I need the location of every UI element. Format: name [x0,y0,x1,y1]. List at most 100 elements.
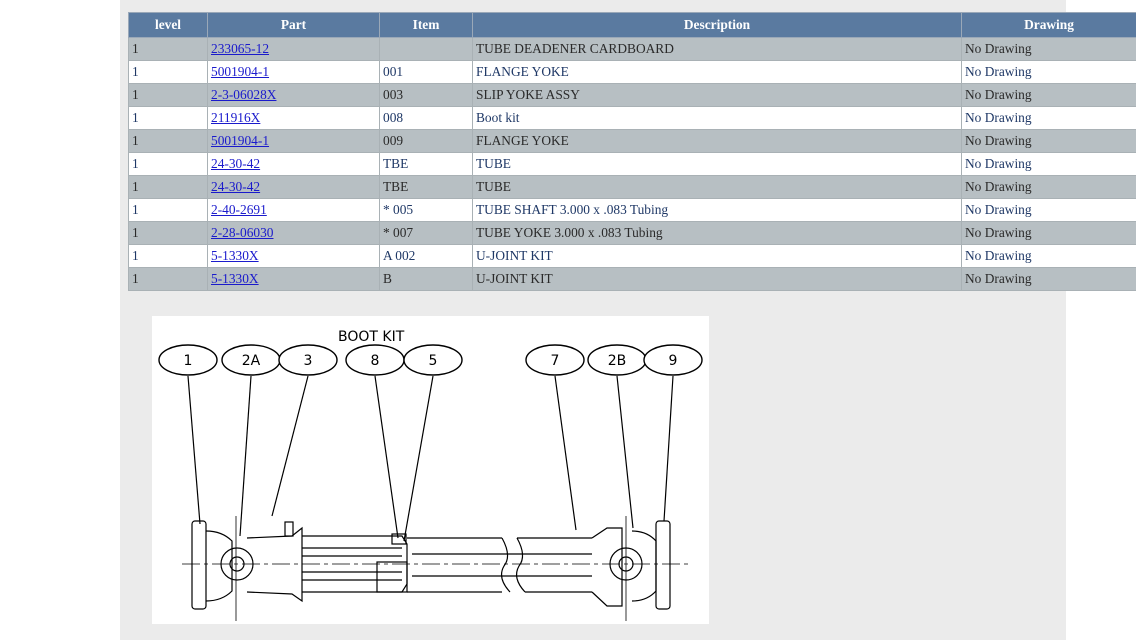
cell-item: 003 [379,83,473,107]
cell-level: 1 [128,221,208,245]
callout-label: 8 [371,353,380,369]
drawing-title: BOOT KIT [338,329,405,345]
cell-item: * 005 [379,198,473,222]
cell-description: Boot kit [472,106,962,130]
cell-drawing: No Drawing [961,198,1136,222]
driveshaft-outline [182,375,692,621]
cell-part: 5-1330X [207,244,380,268]
cell-part: 2-40-2691 [207,198,380,222]
part-link[interactable]: 5001904-1 [211,64,270,79]
cell-description: U-JOINT KIT [472,267,962,291]
cell-part: 5001904-1 [207,129,380,153]
callout-bubble: 3 [278,344,338,376]
cell-description: FLANGE YOKE [472,129,962,153]
cell-description: TUBE [472,175,962,199]
driveshaft-diagram: BOOT KIT 1 2A 3 8 5 7 2B 9 [158,329,703,621]
part-link[interactable]: 2-28-06030 [211,225,274,240]
cell-level: 1 [128,198,208,222]
cell-drawing: No Drawing [961,244,1136,268]
cell-part: 2-3-06028X [207,83,380,107]
cell-item: * 007 [379,221,473,245]
cell-description: U-JOINT KIT [472,244,962,268]
part-link[interactable]: 233065-12 [211,41,270,56]
cell-drawing: No Drawing [961,221,1136,245]
callout-label: 9 [669,353,678,369]
part-link[interactable]: 211916X [211,110,261,125]
cell-drawing: No Drawing [961,60,1136,84]
cell-part: 211916X [207,106,380,130]
cell-item: 009 [379,129,473,153]
cell-level: 1 [128,152,208,176]
part-link[interactable]: 24-30-42 [211,179,261,194]
callout-bubble: 2A [221,344,281,376]
cell-part: 24-30-42 [207,152,380,176]
cell-level: 1 [128,244,208,268]
cell-item: B [379,267,473,291]
cell-item: TBE [379,175,473,199]
part-link[interactable]: 2-40-2691 [211,202,267,217]
cell-part: 5001904-1 [207,60,380,84]
cell-level: 1 [128,129,208,153]
cell-drawing: No Drawing [961,37,1136,61]
cell-item: 008 [379,106,473,130]
table-header-row: level Part Item Description Drawing [128,12,1136,38]
cell-drawing: No Drawing [961,129,1136,153]
cell-drawing: No Drawing [961,106,1136,130]
cell-level: 1 [128,267,208,291]
cell-part: 24-30-42 [207,175,380,199]
callout-label: 7 [551,353,560,369]
part-link[interactable]: 5-1330X [211,248,259,263]
cell-item: A 002 [379,244,473,268]
callout-bubble: 2B [587,344,647,376]
cell-level: 1 [128,37,208,61]
cell-drawing: No Drawing [961,83,1136,107]
callout-bubble: 8 [345,344,405,376]
cell-description: FLANGE YOKE [472,60,962,84]
cell-item [379,37,473,61]
cell-level: 1 [128,83,208,107]
part-link[interactable]: 5-1330X [211,271,259,286]
cell-part: 233065-12 [207,37,380,61]
part-link[interactable]: 24-30-42 [211,156,261,171]
part-link[interactable]: 5001904-1 [211,133,270,148]
cell-description: TUBE YOKE 3.000 x .083 Tubing [472,221,962,245]
exploded-view-drawing: BOOT KIT 1 2A 3 8 5 7 2B 9 [152,316,709,624]
cell-part: 2-28-06030 [207,221,380,245]
callout-bubble: 5 [403,344,463,376]
part-link[interactable]: 2-3-06028X [211,87,277,102]
cell-description: TUBE DEADENER CARDBOARD [472,37,962,61]
cell-description: TUBE [472,152,962,176]
header-drawing[interactable]: Drawing [961,12,1136,38]
cell-drawing: No Drawing [961,267,1136,291]
cell-description: SLIP YOKE ASSY [472,83,962,107]
cell-level: 1 [128,60,208,84]
callout-label: 3 [304,353,313,369]
callout-label: 1 [184,353,193,369]
callout-label: 5 [429,353,438,369]
callout-label: 2A [242,353,261,369]
cell-part: 5-1330X [207,267,380,291]
callout-bubble: 1 [158,344,218,376]
cell-level: 1 [128,175,208,199]
cell-drawing: No Drawing [961,175,1136,199]
header-level[interactable]: level [128,12,208,38]
header-description[interactable]: Description [472,12,962,38]
cell-item: TBE [379,152,473,176]
cell-drawing: No Drawing [961,152,1136,176]
callout-label: 2B [608,353,627,369]
callout-bubble: 7 [525,344,585,376]
header-item[interactable]: Item [379,12,473,38]
cell-item: 001 [379,60,473,84]
cell-level: 1 [128,106,208,130]
cell-description: TUBE SHAFT 3.000 x .083 Tubing [472,198,962,222]
header-part[interactable]: Part [207,12,380,38]
